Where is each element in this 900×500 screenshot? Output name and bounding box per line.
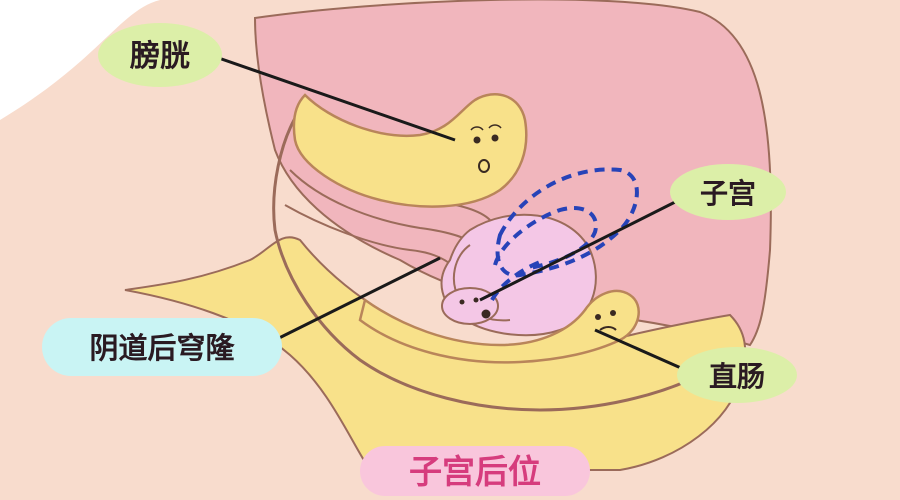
title-bubble [360, 446, 590, 496]
diagram-title: 子宫后位 [360, 446, 590, 496]
cervix-eye-right [473, 297, 479, 303]
body-wall [272, 109, 701, 412]
bladder-eye-left [473, 136, 481, 144]
pink-layer-3 [284, 204, 456, 269]
label-rectum-text: 直肠 [709, 360, 765, 393]
fornix-leader-line [264, 256, 441, 347]
bladder-brow-left [470, 126, 484, 131]
label-bladder-text: 膀胱 [129, 39, 190, 74]
bladder-leader-line [209, 53, 456, 142]
label-rectum-bubble [677, 347, 797, 403]
rectum-mouth [599, 326, 617, 331]
label-bladder-bubble [98, 23, 222, 87]
cervix [441, 287, 499, 325]
rectum-eye-right [610, 310, 616, 316]
label-uterus-bubble [670, 164, 786, 220]
label-posterior-fornix: 阴道后穹隆 [42, 318, 282, 376]
rectum-organ [358, 289, 640, 364]
label-uterus-text: 子宫 [700, 177, 756, 210]
rectum-leader-line [594, 328, 691, 374]
rectum-eye-left [595, 314, 601, 320]
bladder-brow-right [488, 124, 502, 129]
bladder-organ [292, 93, 528, 208]
label-fornix-text: 阴道后穹隆 [89, 331, 235, 365]
bladder-eye-right [491, 134, 499, 142]
label-bladder: 膀胱 [98, 23, 222, 87]
label-fornix-bubble [42, 318, 282, 376]
uterus-leader-line [479, 190, 696, 302]
label-uterus: 子宫 [670, 164, 786, 220]
cervix-mouth [481, 309, 491, 319]
title-text: 子宫后位 [409, 452, 541, 491]
cervix-eye-left [459, 299, 465, 305]
label-rectum: 直肠 [677, 347, 797, 403]
bladder-mouth [478, 159, 490, 173]
normal-uterus-dashed-canal [490, 260, 541, 302]
